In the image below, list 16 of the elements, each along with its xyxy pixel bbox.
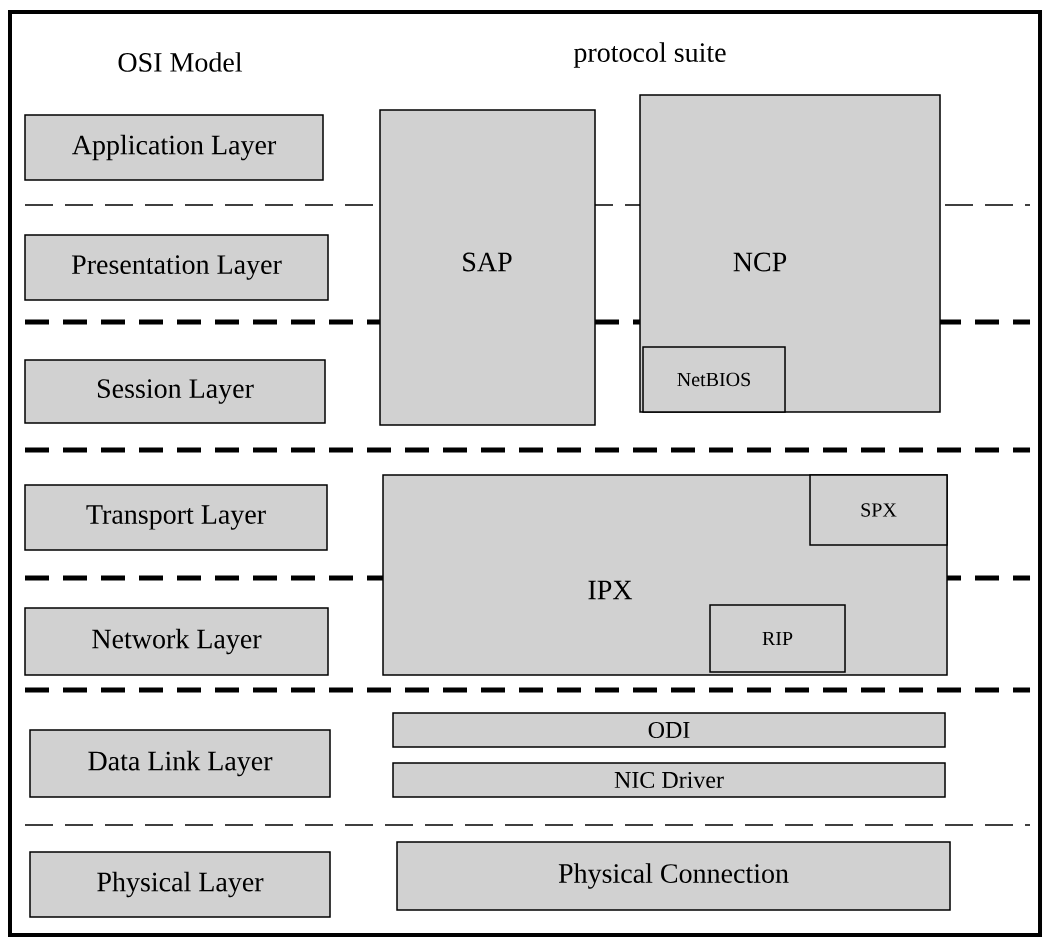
column-heading: protocol suite	[573, 42, 726, 68]
protocol-box: NetBIOS	[642, 346, 786, 413]
layer-box: Session Layer	[24, 359, 326, 424]
protocol-box: SAP	[379, 109, 596, 426]
layer-box: Data Link Layer	[29, 729, 331, 798]
protocol-box: NIC Driver	[392, 762, 946, 798]
layer-box: Presentation Layer	[24, 234, 329, 301]
protocol-box: Physical Connection	[396, 841, 951, 911]
protocol-box: ODI	[392, 712, 946, 748]
column-heading: OSI Model	[118, 52, 243, 72]
protocol-box: RIP	[709, 604, 846, 673]
layer-box: Network Layer	[24, 607, 329, 676]
layer-box: Transport Layer	[24, 484, 328, 551]
protocol-box: SPX	[809, 474, 948, 546]
layer-box: Application Layer	[24, 114, 324, 181]
layer-box: Physical Layer	[29, 851, 331, 918]
